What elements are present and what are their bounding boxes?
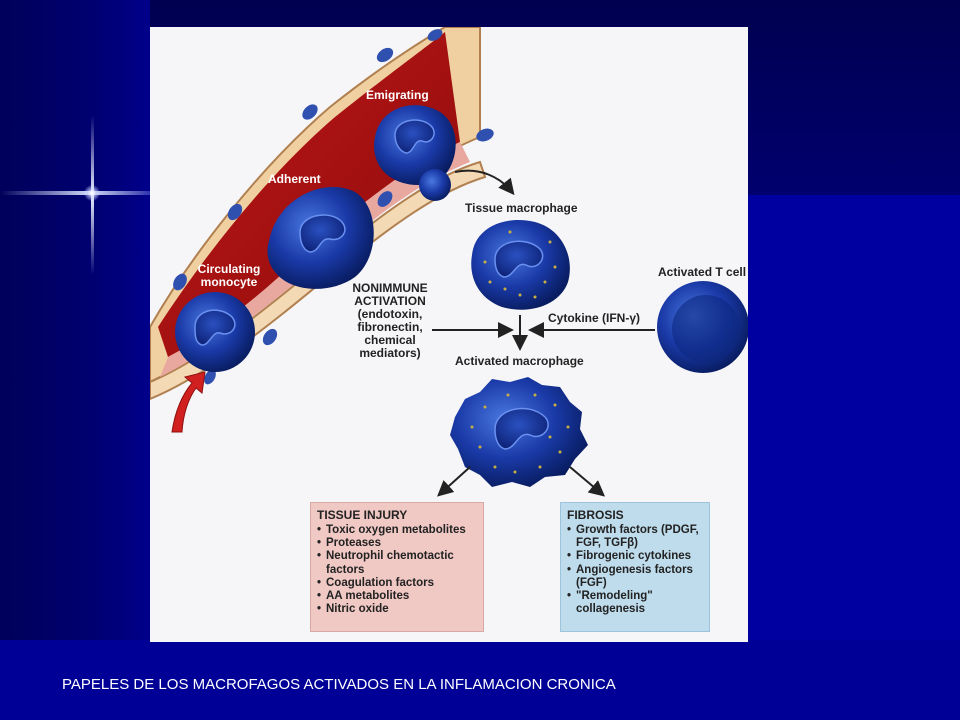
- emigrating-monocyte-cell: [374, 105, 456, 201]
- background-bottom: [0, 640, 960, 720]
- label-nonimmune-activation: NONIMMUNE ACTIVATION (endotoxin, fibrone…: [352, 281, 428, 360]
- background-left: [0, 0, 150, 720]
- slide-caption: PAPELES DE LOS MACROFAGOS ACTIVADOS EN L…: [62, 676, 616, 693]
- arrow-to-tissue-injury: [437, 466, 471, 497]
- list-item: Proteases: [317, 537, 477, 550]
- list-item: Growth factors (PDGF, FGF, TGFβ): [567, 524, 703, 550]
- list-item: Neutrophil chemotactic factors: [317, 550, 477, 576]
- label-tissue-macrophage: Tissue macrophage: [465, 201, 578, 215]
- label-cytokine: Cytokine (IFN-γ): [548, 311, 641, 325]
- list-item: Toxic oxygen metabolites: [317, 524, 477, 537]
- label-adherent: Adherent: [268, 172, 321, 186]
- tissue-injury-box: TISSUE INJURY Toxic oxygen metabolites P…: [310, 502, 484, 632]
- label-circulating-monocyte: Circulating monocyte: [197, 262, 261, 289]
- blood-flow-arrow: [171, 371, 206, 433]
- background-right-band: [748, 195, 960, 720]
- diagram-panel: Emigrating Adherent Circulating monocyte…: [150, 27, 748, 642]
- label-activated-t-cell: Activated T cell: [658, 265, 747, 279]
- activated-t-cell: [657, 281, 748, 373]
- fibrosis-list: Growth factors (PDGF, FGF, TGFβ) Fibroge…: [567, 524, 703, 616]
- circulating-monocyte-cell: [175, 292, 255, 372]
- light-flare-center: [84, 185, 100, 201]
- list-item: AA metabolites: [317, 590, 477, 603]
- tissue-injury-title: TISSUE INJURY: [317, 508, 408, 522]
- list-item: Coagulation factors: [317, 577, 477, 590]
- fibrosis-box: FIBROSIS Growth factors (PDGF, FGF, TGFβ…: [560, 502, 710, 632]
- label-activated-macrophage: Activated macrophage: [455, 354, 584, 368]
- adherent-monocyte-cell: [267, 187, 374, 289]
- light-flare-horizontal: [0, 191, 150, 195]
- fibrosis-title: FIBROSIS: [567, 508, 624, 522]
- list-item: "Remodeling" collagenesis: [567, 590, 703, 616]
- list-item: Nitric oxide: [317, 603, 477, 616]
- label-emigrating: Emigrating: [366, 88, 429, 102]
- tissue-macrophage-cell: [471, 220, 570, 310]
- list-item: Fibrogenic cytokines: [567, 550, 703, 563]
- list-item: Angiogenesis factors (FGF): [567, 564, 703, 590]
- arrow-to-fibrosis: [569, 466, 606, 497]
- activated-macrophage-cell: [450, 377, 588, 487]
- tissue-injury-list: Toxic oxygen metabolites Proteases Neutr…: [317, 524, 477, 616]
- arrow-to-tissue-macrophage: [454, 169, 515, 196]
- diagram-illustration: [150, 27, 748, 497]
